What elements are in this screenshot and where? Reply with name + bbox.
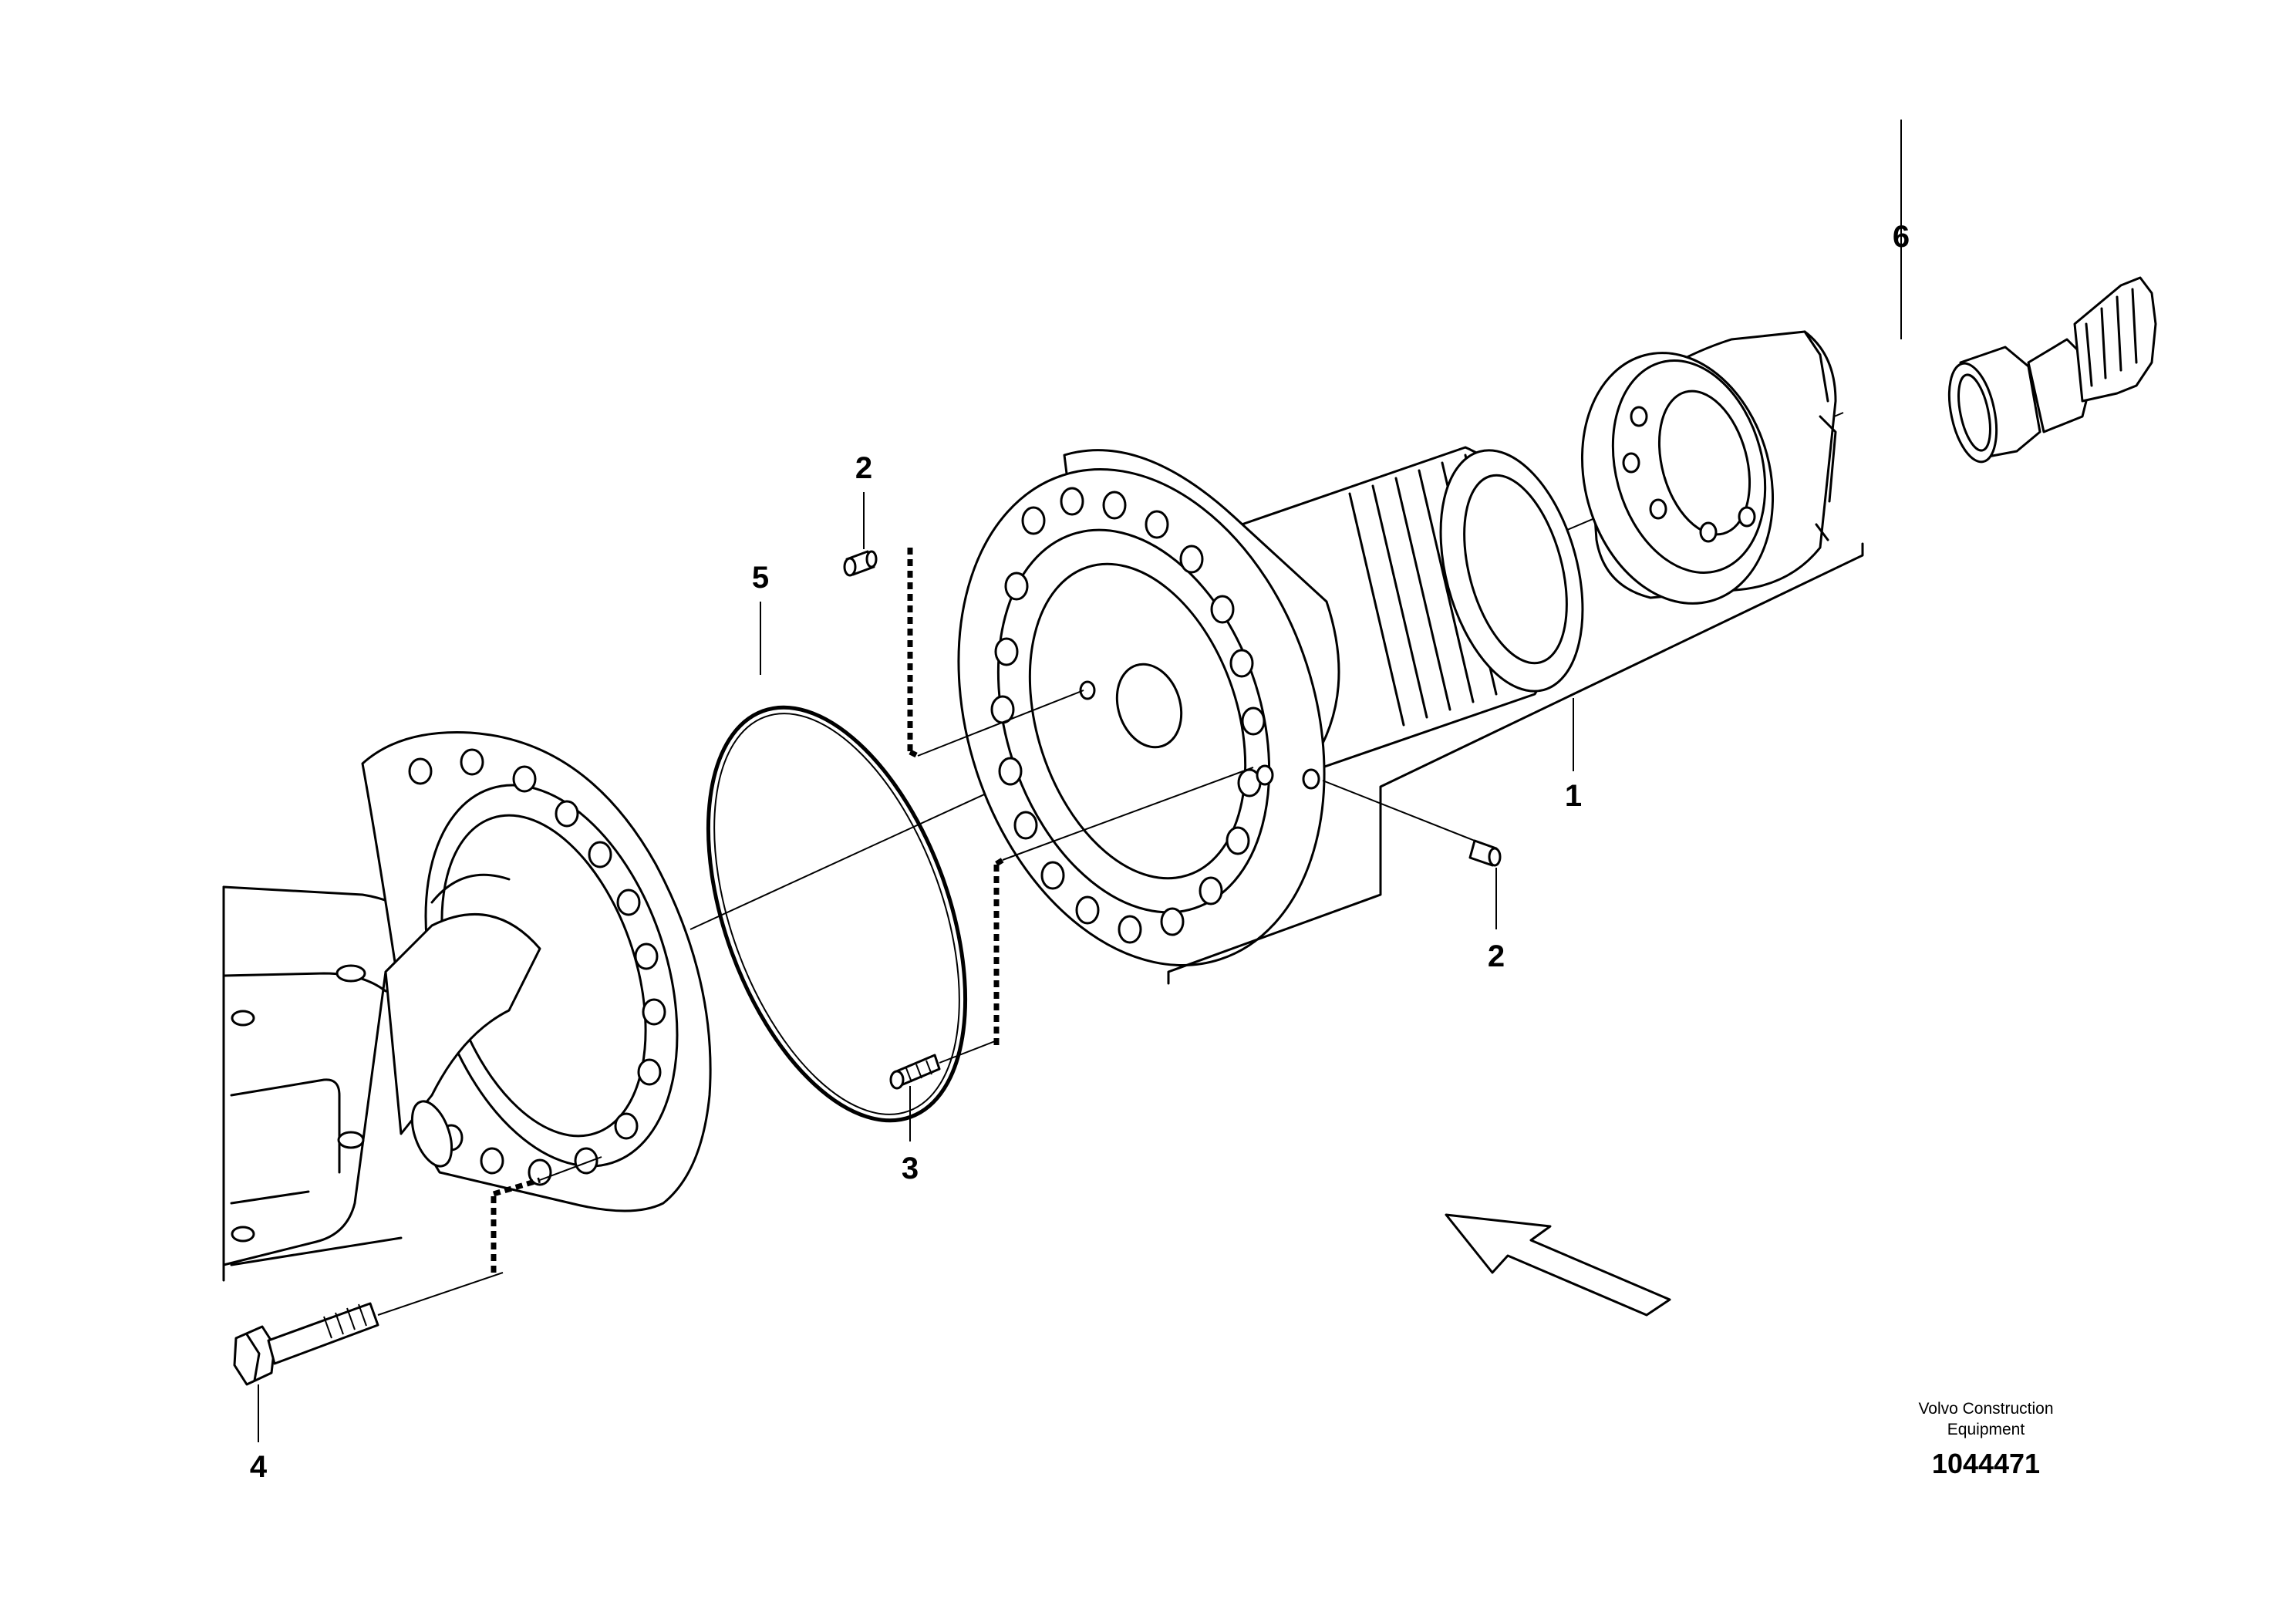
credit-line-1: Volvo Construction (1918, 1400, 2053, 1418)
callout-part-3: 3 (902, 1152, 919, 1185)
dowel-pin-part-2-top (843, 492, 1084, 759)
axle-housing (222, 731, 712, 1282)
direction-arrow (1445, 1213, 1671, 1317)
credit-line-2: Equipment (1947, 1421, 2025, 1438)
callout-part-2-right: 2 (1488, 939, 1505, 973)
callout-part-2-top: 2 (855, 451, 872, 485)
wheel-hub-part-1 (957, 446, 1864, 985)
callout-part-1: 1 (1565, 779, 1582, 813)
callout-part-4: 4 (250, 1450, 268, 1484)
dowel-pin-part-2-right (1322, 780, 1502, 929)
sun-gear-shaft-part-6 (1900, 120, 2157, 464)
planet-carrier-ring (1580, 330, 1837, 605)
grease-nipple-part-3 (889, 767, 1254, 1141)
bolt-part-4 (233, 1156, 602, 1442)
callout-part-6: 6 (1893, 220, 1910, 254)
drawing-number: 1044471 (1932, 1448, 2040, 1479)
callout-part-5: 5 (752, 561, 769, 595)
